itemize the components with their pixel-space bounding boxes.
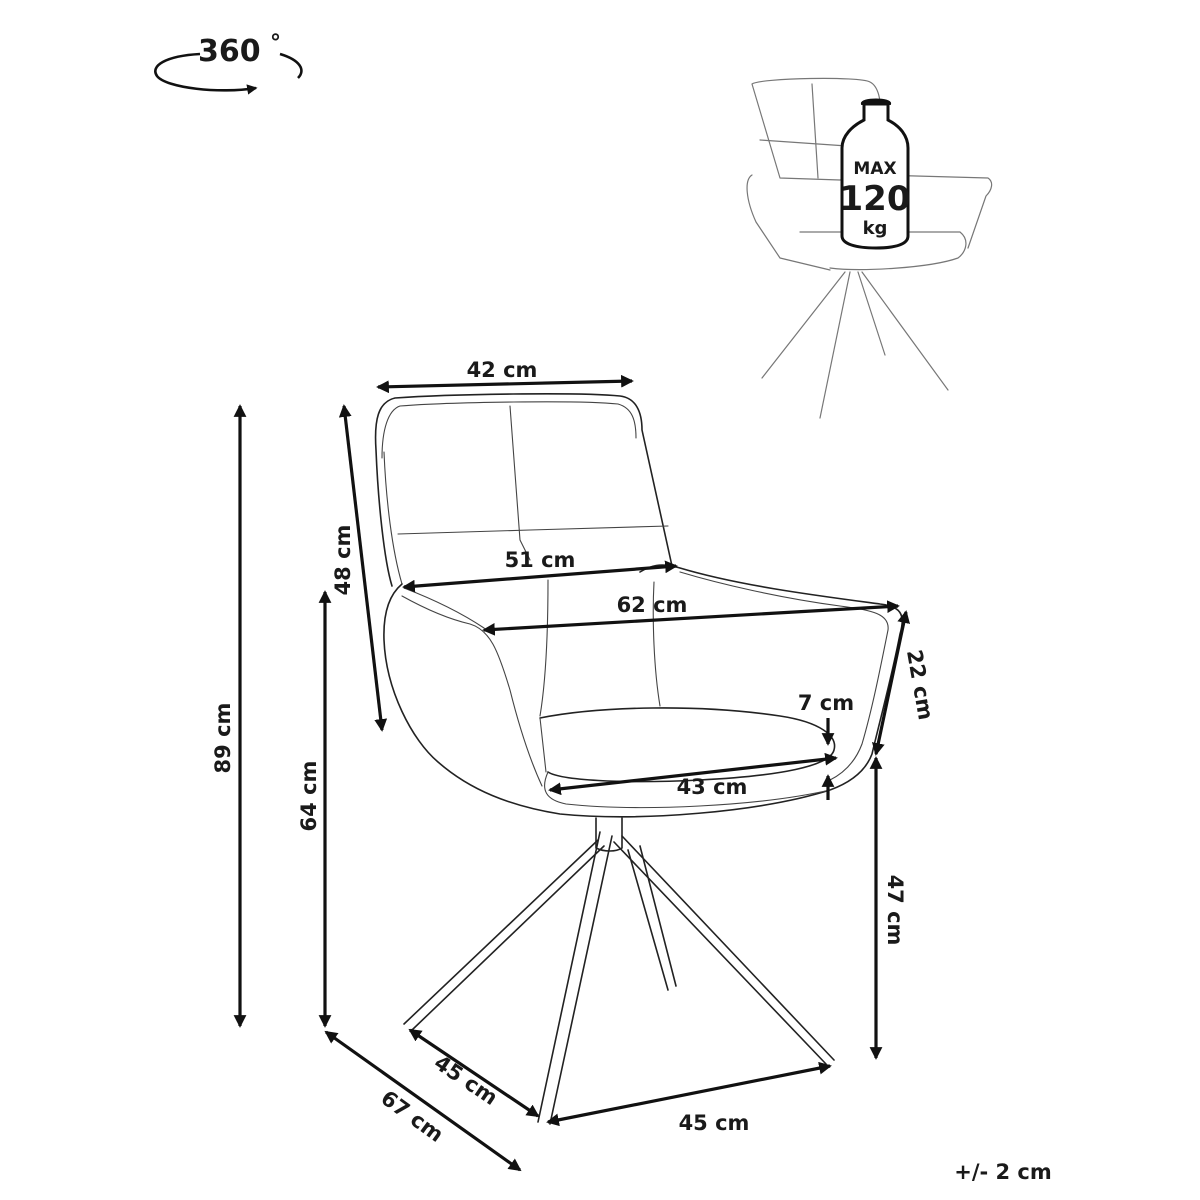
chair-backrest-center-seam (509, 405, 531, 561)
overall-width-label: 62 cm (617, 593, 688, 617)
weight-bottle-cap-icon (860, 98, 892, 105)
dimension-lines: 42 cm 48 cm 51 cm 62 cm 22 cm 7 cm 43 cm… (211, 358, 938, 1172)
reference-chair-legs (761, 271, 949, 419)
chair-seat-cushion-top (539, 707, 836, 783)
weight-bottle-icon (840, 102, 910, 250)
chair-leg-front-left (537, 831, 613, 1125)
seat-width-label: 43 cm (677, 775, 748, 799)
chair-arm-shell-inner-left (401, 595, 543, 787)
total-height-label: 89 cm (211, 703, 235, 774)
seat-height-label: 47 cm (883, 875, 907, 946)
chair-leg-front-right (613, 835, 835, 1065)
weight-badge-line2: 120 (840, 179, 911, 219)
reference-chair-seat (799, 231, 967, 271)
reference-chair-arm-left (746, 174, 831, 271)
inner-width-arrow (402, 560, 678, 593)
reference-chair-arm-right (879, 174, 993, 249)
base-depth-label: 45 cm (430, 1050, 502, 1110)
reference-chair-drawing (746, 77, 993, 419)
base-width-label: 45 cm (679, 1111, 750, 1135)
chair-leg-back-right (627, 845, 677, 991)
chair-inner-back-seam (652, 581, 661, 707)
weight-badge-line1: MAX (853, 159, 896, 179)
overall-width-arrow (482, 600, 900, 636)
max-weight-badge: MAX 120 kg (840, 98, 911, 250)
chair-leg-back-left (403, 839, 605, 1031)
armrest-height-arrow (871, 610, 911, 756)
overall-depth-arrow (324, 1030, 522, 1172)
rotation-arrow-tail-icon (279, 52, 303, 79)
rotation-indicator: 360 ° (154, 31, 303, 95)
chair-inner-back-seam-left (539, 579, 549, 717)
seat-back-width-arrow (376, 374, 634, 394)
rotation-label: 360 (198, 34, 261, 69)
rotation-degree-symbol: ° (270, 31, 281, 56)
seat-back-width-label: 42 cm (467, 358, 538, 382)
armrest-height-label: 22 cm (902, 648, 938, 722)
backrest-height-arrow (338, 404, 388, 732)
chair-backrest-tuft-line (397, 525, 669, 535)
backrest-height-label: 48 cm (331, 525, 355, 596)
armrest-floor-height-label: 64 cm (297, 761, 321, 832)
rotation-arrow-icon (154, 52, 258, 95)
cushion-thickness-label: 7 cm (798, 691, 854, 715)
chair-backrest-inner (381, 401, 637, 459)
seat-width-arrow (548, 752, 838, 796)
base-width-arrow (546, 1061, 832, 1127)
tolerance-note: +/- 2 cm (954, 1160, 1052, 1184)
chair-seat-cushion-side (539, 717, 547, 773)
reference-chair-back-seam (811, 83, 819, 179)
weight-badge-line3: kg (863, 218, 888, 239)
chair-seat-cushion-front (544, 771, 831, 809)
inner-width-label: 51 cm (505, 548, 576, 572)
